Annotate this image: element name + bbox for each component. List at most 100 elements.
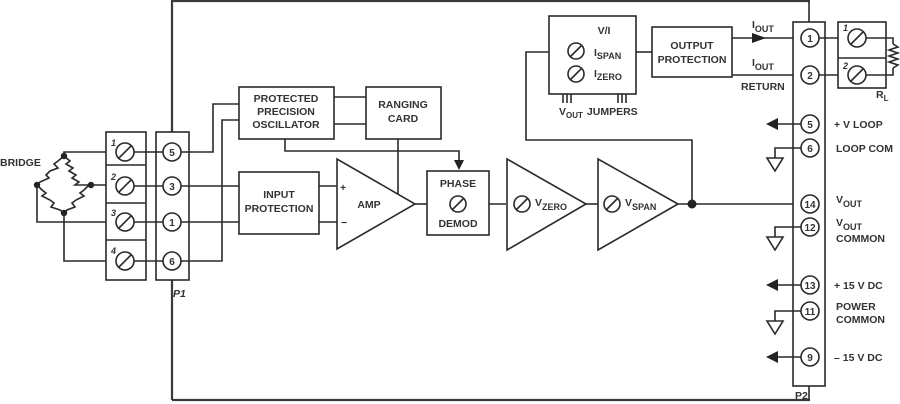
input-protection-block: INPUT PROTECTION — [238, 171, 320, 235]
svg-text:IOUT: IOUT — [752, 57, 774, 72]
svg-text:IZERO: IZERO — [594, 68, 622, 82]
svg-text:PROTECTION: PROTECTION — [245, 203, 314, 215]
output-protection-block: OUTPUT PROTECTION — [651, 26, 733, 78]
p2-pin-2[interactable]: 2 — [800, 65, 820, 85]
svg-text:−: − — [341, 217, 347, 229]
phase-adjust-potentiometer-icon[interactable] — [449, 195, 467, 213]
svg-text:+: + — [340, 182, 346, 194]
vzero-amplifier: VZERO — [506, 157, 588, 252]
p2-pin-5[interactable]: 5 — [800, 114, 820, 134]
svg-text:13: 13 — [804, 281, 816, 292]
svg-text:14: 14 — [804, 200, 816, 211]
vout-jumpers[interactable] — [562, 94, 627, 103]
svg-text:VZERO: VZERO — [535, 197, 567, 212]
svg-text:ISPAN: ISPAN — [594, 47, 621, 61]
p2-pin-14[interactable]: 14 — [800, 194, 820, 214]
p1-pin-1[interactable]: 1 — [162, 212, 182, 232]
p2-label-plus15v: + 15 V DC — [834, 280, 883, 292]
svg-text:PRECISION: PRECISION — [257, 106, 315, 118]
ground-icon — [765, 157, 785, 173]
p2-pin-11[interactable]: 11 — [800, 301, 820, 321]
ground-icon — [765, 236, 785, 252]
load-terminal-block — [837, 21, 887, 89]
svg-text:5: 5 — [169, 148, 175, 159]
p2-pin-1[interactable]: 1 — [800, 28, 820, 48]
svg-text:AMP: AMP — [357, 199, 380, 211]
demod-reference-arrow — [454, 160, 464, 170]
svg-text:VSPAN: VSPAN — [625, 197, 656, 212]
p1-pin-6[interactable]: 6 — [162, 251, 182, 271]
ground-icon — [765, 320, 785, 336]
p1-pin-5[interactable]: 5 — [162, 142, 182, 162]
vi-converter-block: V/I ISPAN IZERO — [548, 15, 637, 95]
svg-text:5: 5 — [807, 120, 813, 131]
svg-text:1: 1 — [807, 34, 813, 45]
bridge-resistor — [63, 184, 90, 214]
svg-text:CARD: CARD — [388, 113, 419, 125]
plus15v-arrow — [766, 279, 778, 291]
load-resistor-icon — [886, 43, 900, 69]
bridge-resistor — [36, 155, 65, 186]
svg-text:OUTPUT: OUTPUT — [670, 40, 714, 52]
bridge-terminal-block — [105, 131, 147, 281]
svg-text:COMMON: COMMON — [836, 314, 885, 326]
p2-pin-12[interactable]: 12 — [800, 217, 820, 237]
svg-text:V/I: V/I — [598, 25, 611, 37]
p2-label-minus15v: – 15 V DC — [834, 352, 883, 364]
svg-text:DEMOD: DEMOD — [438, 218, 478, 230]
p2-pin-9[interactable]: 9 — [800, 347, 820, 367]
svg-text:3: 3 — [111, 208, 116, 218]
vspan-amplifier: VSPAN — [597, 157, 680, 252]
protected-precision-oscillator-block: PROTECTED PRECISION OSCILLATOR — [238, 86, 335, 140]
svg-text:PHASE: PHASE — [440, 178, 476, 190]
p2-pin-6[interactable]: 6 — [800, 138, 820, 158]
svg-text:RETURN: RETURN — [741, 81, 785, 93]
ispan-potentiometer-icon[interactable] — [567, 42, 585, 60]
svg-text:2: 2 — [842, 61, 848, 71]
bridge-label: BRIDGE — [0, 157, 41, 169]
svg-text:12: 12 — [804, 223, 816, 234]
svg-text:PROTECTED: PROTECTED — [254, 93, 319, 105]
svg-text:2: 2 — [110, 172, 116, 182]
svg-text:11: 11 — [805, 307, 816, 318]
svg-text:IOUT: IOUT — [752, 19, 774, 34]
svg-text:2: 2 — [807, 71, 813, 82]
vzero-potentiometer-icon[interactable] — [513, 195, 531, 213]
svg-text:1: 1 — [843, 23, 848, 33]
svg-text:3: 3 — [169, 182, 175, 193]
p2-label-loop-com: LOOP COM — [836, 143, 893, 155]
svg-text:9: 9 — [807, 353, 813, 364]
svg-text:OSCILLATOR: OSCILLATOR — [252, 119, 320, 131]
vloop-arrow — [766, 118, 778, 130]
bridge-resistor — [63, 155, 89, 186]
iout-arrow — [752, 33, 766, 43]
bridge-resistor — [36, 184, 65, 214]
rl-label: RL — [876, 89, 889, 103]
svg-text:4: 4 — [110, 246, 116, 256]
p2-label-vloop: + V LOOP — [834, 119, 883, 131]
p2-label-vout-common: VOUT — [836, 217, 863, 232]
p2-pin-13[interactable]: 13 — [800, 275, 820, 295]
izero-potentiometer-icon[interactable] — [567, 65, 585, 83]
svg-text:INPUT: INPUT — [263, 189, 295, 201]
p2-label-vout: VOUT — [836, 194, 863, 209]
p2-label-power-common: POWER — [836, 301, 876, 313]
svg-text:COMMON: COMMON — [836, 233, 885, 245]
svg-text:1: 1 — [169, 218, 175, 229]
svg-text:RANGING: RANGING — [378, 99, 428, 111]
amp-triangle: + − AMP — [336, 157, 417, 251]
bridge-network — [33, 151, 112, 262]
svg-text:6: 6 — [807, 144, 813, 155]
svg-text:6: 6 — [169, 257, 175, 268]
ranging-card-block: RANGING CARD — [365, 86, 442, 140]
p1-label: P1 — [173, 288, 186, 300]
p2-label: P2 — [795, 390, 808, 402]
svg-text:1: 1 — [111, 138, 116, 148]
svg-text:PROTECTION: PROTECTION — [658, 54, 727, 66]
vspan-potentiometer-icon[interactable] — [603, 195, 621, 213]
minus15v-arrow — [766, 351, 778, 363]
p1-pin-3[interactable]: 3 — [162, 176, 182, 196]
